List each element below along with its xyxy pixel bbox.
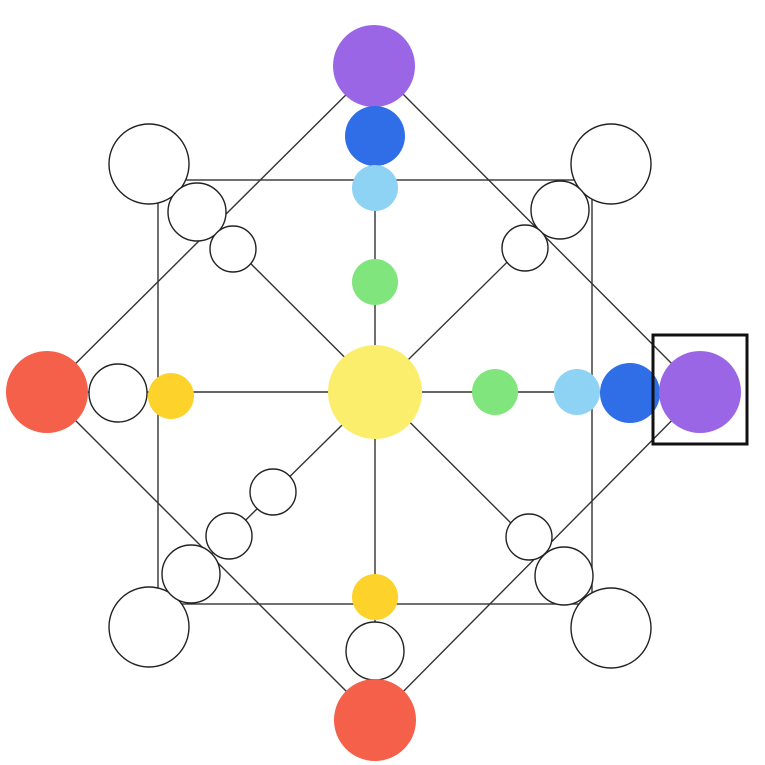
piece-right-green[interactable]: [472, 369, 518, 415]
empty-node[interactable]: [570, 123, 652, 205]
piece-top-blue[interactable]: [345, 106, 405, 166]
pieces: [6, 25, 741, 761]
piece-top-purple[interactable]: [333, 25, 415, 107]
empty-node[interactable]: [534, 546, 594, 606]
piece-right-purple[interactable]: [659, 351, 741, 433]
piece-right-blue[interactable]: [600, 363, 660, 423]
piece-top-green[interactable]: [352, 259, 398, 305]
empty-node[interactable]: [108, 123, 190, 205]
piece-top-light-blue[interactable]: [352, 165, 398, 211]
empty-node[interactable]: [167, 182, 227, 242]
empty-node[interactable]: [161, 544, 221, 604]
empty-node[interactable]: [505, 513, 553, 561]
piece-center[interactable]: [328, 345, 422, 439]
empty-node[interactable]: [530, 180, 590, 240]
empty-node[interactable]: [570, 587, 652, 669]
piece-right-light-blue[interactable]: [554, 369, 600, 415]
empty-node[interactable]: [345, 621, 405, 681]
piece-left-gold[interactable]: [148, 373, 194, 419]
empty-node[interactable]: [249, 468, 297, 516]
piece-left-red[interactable]: [6, 351, 88, 433]
empty-node[interactable]: [501, 224, 549, 272]
selection-box: [651, 333, 749, 446]
empty-node[interactable]: [88, 363, 148, 423]
empty-node[interactable]: [209, 225, 257, 273]
empty-node[interactable]: [205, 512, 253, 560]
empty-node[interactable]: [108, 586, 190, 668]
piece-bottom-red[interactable]: [334, 679, 416, 761]
empty-nodes: [88, 123, 652, 681]
piece-bottom-gold[interactable]: [352, 574, 398, 620]
